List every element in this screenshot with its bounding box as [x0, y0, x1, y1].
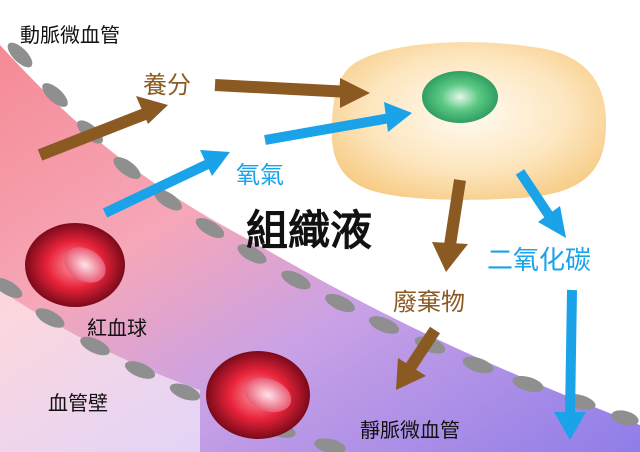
wastes-arrowheads: [396, 242, 468, 390]
vessel-wall-upper: [7, 42, 639, 426]
nutrients-arrows: [37, 79, 351, 161]
label-wastes: 廢棄物: [393, 288, 465, 316]
carbon-dioxide-arrows: [515, 169, 577, 416]
wastes-arrows: [404, 179, 466, 372]
carbon-dioxide-arrowheads: [538, 206, 586, 440]
blood-vessel: [0, 45, 640, 452]
label-red-blood-cell: 紅血球: [87, 316, 147, 340]
label-oxygen: 氧氣: [236, 161, 284, 189]
label-venule: 靜脈微血管: [360, 418, 460, 442]
cell-nucleus: [422, 71, 498, 123]
red-blood-cell-upper: [25, 223, 125, 307]
nutrients-arrowheads: [136, 78, 370, 124]
oxygen-arrows: [102, 113, 391, 218]
label-vessel-wall: 血管壁: [48, 391, 108, 415]
label-arteriole: 動脈微血管: [20, 23, 120, 47]
vessel-lower-fade: [0, 290, 200, 452]
oxygen-arrowheads: [200, 102, 412, 176]
label-nutrients: 養分: [143, 71, 191, 99]
label-carbon-dioxide: 二氧化碳: [487, 246, 591, 276]
red-blood-cell-lower: [206, 351, 310, 439]
label-tissue-fluid: 組織液: [246, 206, 372, 255]
